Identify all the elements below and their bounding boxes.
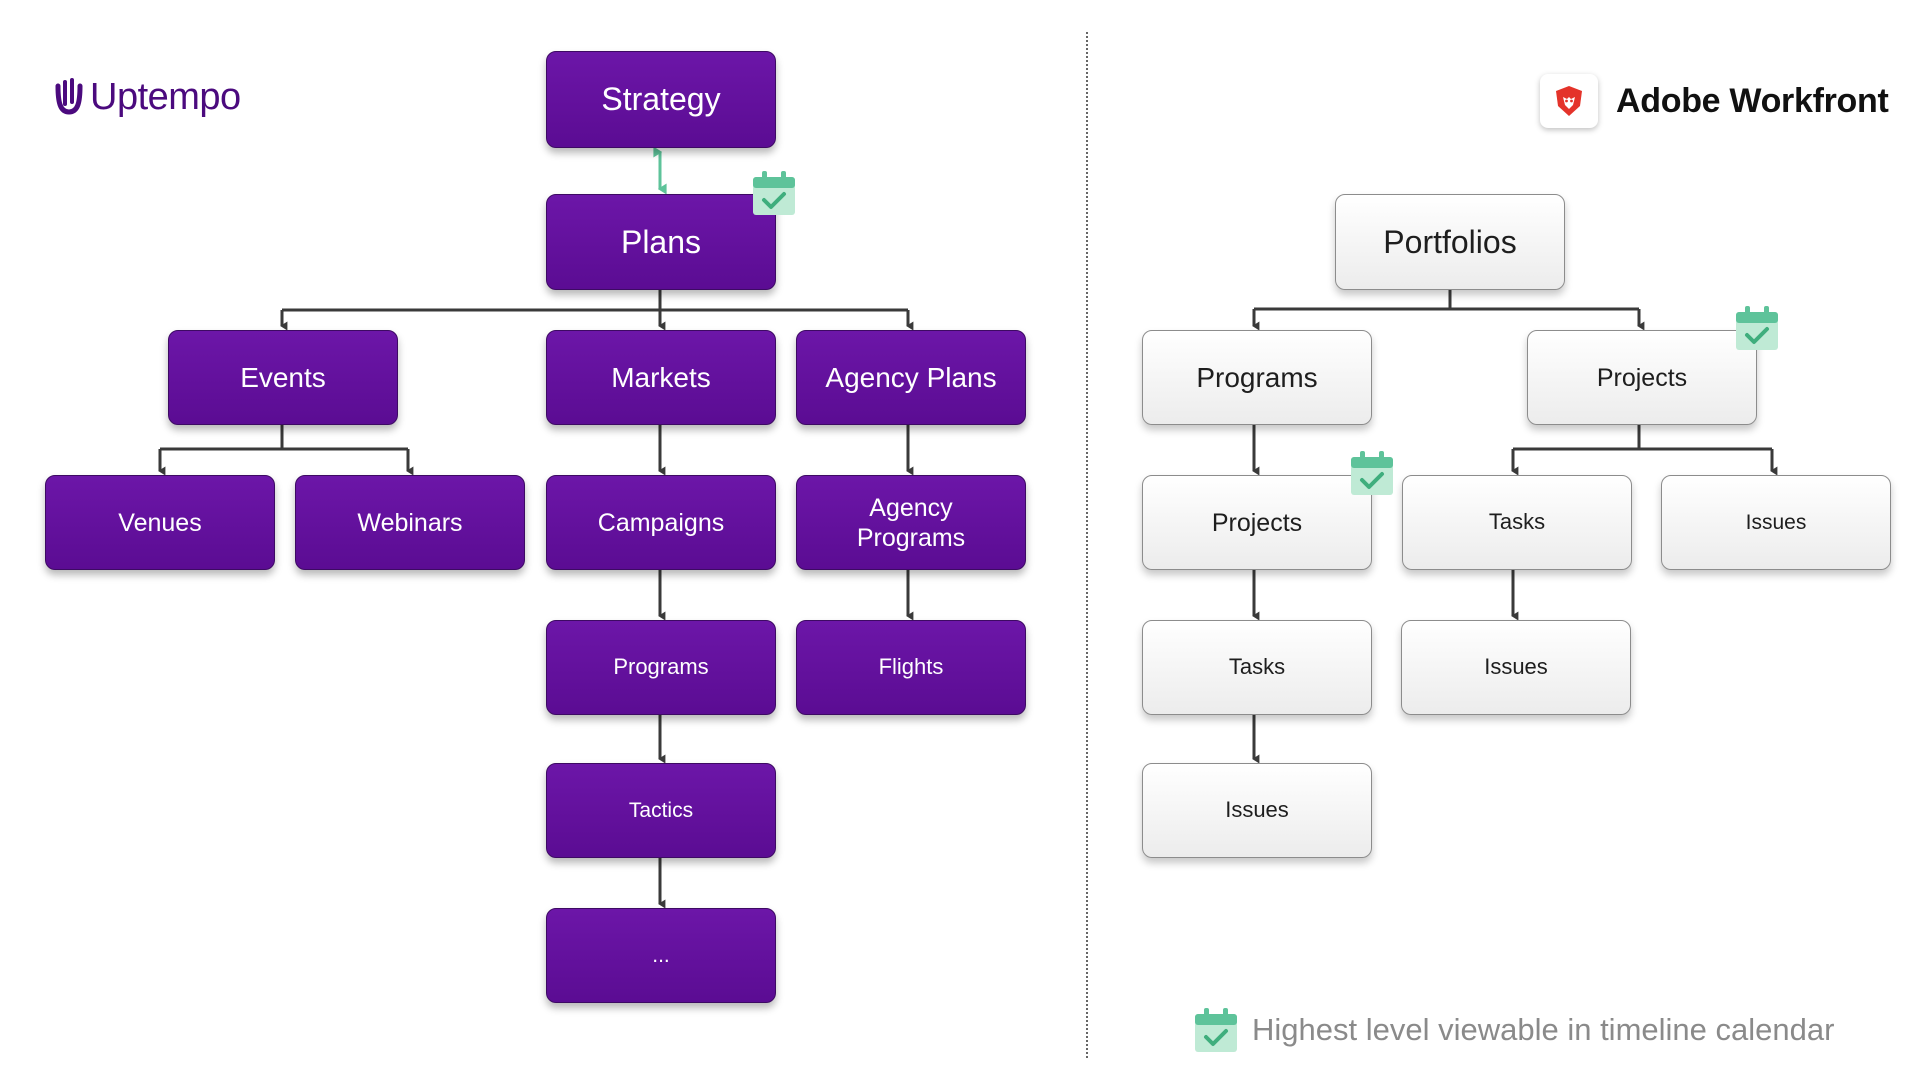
section-divider (1086, 32, 1088, 1058)
node-wf-tasks-right: Tasks (1402, 475, 1632, 570)
node-wf-issues-right: Issues (1661, 475, 1891, 570)
legend-text: Highest level viewable in timeline calen… (1252, 1012, 1835, 1047)
calendar-check-icon (1195, 1008, 1237, 1052)
node-strategy: Strategy (546, 51, 776, 148)
node-campaigns: Campaigns (546, 475, 776, 570)
node-wf-projects-sub-label: Projects (1211, 508, 1303, 537)
node-wf-programs-label: Programs (1196, 361, 1318, 393)
workfront-wordmark: Adobe Workfront (1616, 81, 1889, 120)
node-wf-issues-right-label: Issues (1745, 510, 1807, 534)
node-programs: Programs (546, 620, 776, 715)
node-strategy-label: Strategy (601, 81, 721, 118)
workfront-logo-badge (1540, 74, 1598, 128)
node-wf-issues-left-label: Issues (1225, 797, 1289, 823)
node-programs-label: Programs (613, 654, 709, 680)
node-venues: Venues (45, 475, 275, 570)
node-webinars: Webinars (295, 475, 525, 570)
node-venues-label: Venues (118, 508, 202, 537)
node-wf-projects-top: Projects (1527, 330, 1757, 425)
calendar-check-icon (753, 171, 795, 215)
node-wf-projects-top-label: Projects (1596, 363, 1688, 392)
node-tactics-label: Tactics (628, 798, 694, 822)
node-agency-programs-label: Agency Programs (856, 493, 966, 552)
node-webinars-label: Webinars (357, 508, 463, 537)
node-agency-plans-label: Agency Plans (825, 361, 997, 393)
node-portfolios-label: Portfolios (1383, 223, 1517, 260)
node-markets-label: Markets (611, 361, 711, 393)
workfront-logo: Adobe Workfront (1540, 74, 1889, 128)
node-markets: Markets (546, 330, 776, 425)
node-tactics: Tactics (546, 763, 776, 858)
node-wf-programs: Programs (1142, 330, 1372, 425)
calendar-check-icon (1736, 306, 1778, 350)
node-agency-plans: Agency Plans (796, 330, 1026, 425)
node-wf-tasks-right-label: Tasks (1488, 509, 1546, 535)
events-children-connector (158, 425, 414, 476)
uptempo-wordmark: Uptempo (90, 76, 241, 118)
node-agency-programs: Agency Programs (796, 475, 1026, 570)
node-wf-issues-right-sub-label: Issues (1484, 654, 1548, 680)
node-wf-tasks-left-label: Tasks (1228, 654, 1286, 680)
node-plans-label: Plans (620, 223, 702, 260)
node-more: ... (546, 908, 776, 1003)
calendar-check-icon (1351, 451, 1393, 495)
node-more-label: ... (652, 943, 670, 967)
node-wf-issues-left: Issues (1142, 763, 1372, 858)
plans-children-connector (280, 290, 914, 331)
node-plans: Plans (546, 194, 776, 290)
node-events: Events (168, 330, 398, 425)
node-events-label: Events (240, 361, 326, 393)
uptempo-logo-icon (55, 77, 83, 115)
node-flights-label: Flights (878, 654, 944, 680)
workfront-vertical-connectors (1252, 425, 1519, 764)
node-flights: Flights (796, 620, 1026, 715)
node-portfolios: Portfolios (1335, 194, 1565, 290)
workfront-lion-icon (1556, 86, 1582, 116)
node-wf-tasks-left: Tasks (1142, 620, 1372, 715)
projects-children-connector (1511, 425, 1778, 476)
node-wf-issues-right-sub: Issues (1401, 620, 1631, 715)
node-wf-projects-sub: Projects (1142, 475, 1372, 570)
uptempo-vertical-connectors (658, 425, 914, 909)
node-campaigns-label: Campaigns (597, 508, 725, 537)
uptempo-logo: Uptempo (52, 76, 241, 119)
portfolios-children-connector (1252, 290, 1645, 331)
legend: Highest level viewable in timeline calen… (1194, 1006, 1834, 1054)
